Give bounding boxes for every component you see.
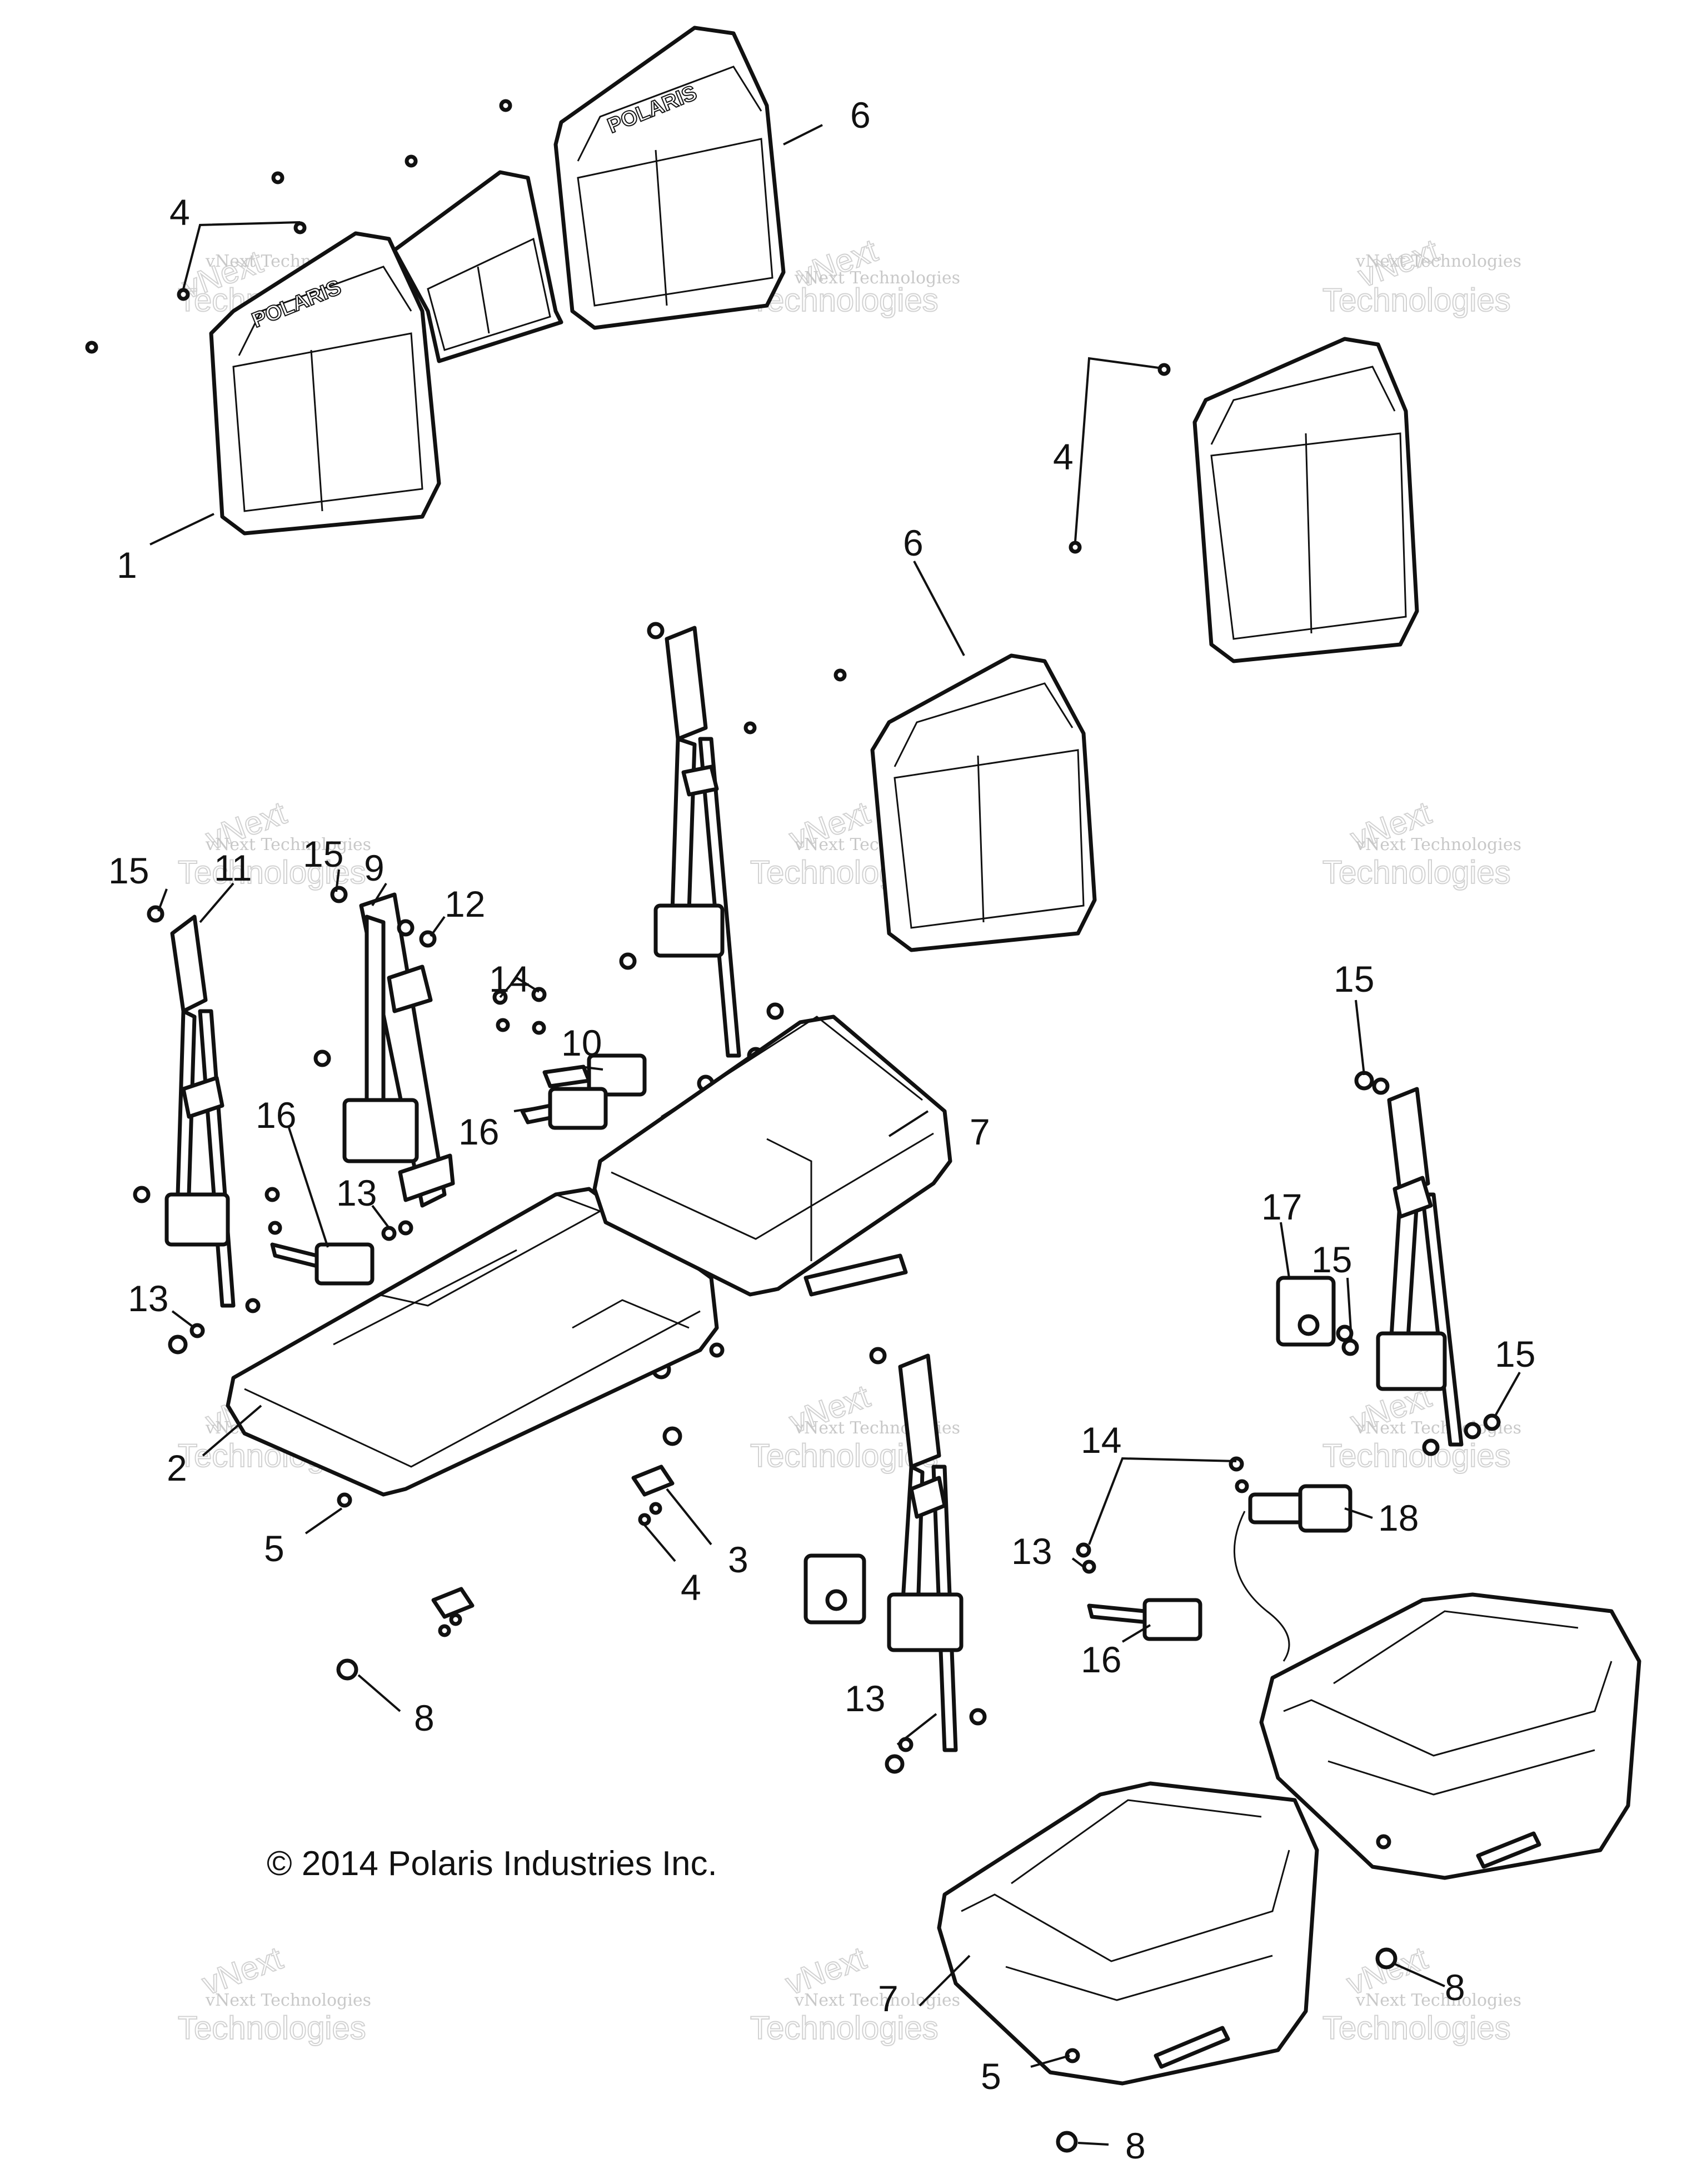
callout-7-upper: 7 — [970, 1111, 990, 1152]
buckle-part-18 — [1233, 1484, 1352, 1662]
callout-5-left: 5 — [264, 1528, 284, 1569]
callout-1: 1 — [117, 544, 137, 586]
brackets-studs-nuts — [336, 1426, 1397, 2153]
seat-cushion-lower-right — [1259, 1592, 1641, 1880]
callout-18: 18 — [1378, 1497, 1419, 1538]
callout-13-a: 13 — [336, 1172, 377, 1213]
nut-part-8-c — [662, 1426, 682, 1446]
callout-9: 9 — [364, 847, 385, 888]
seat-cushion-part-7-upper — [592, 1014, 952, 1297]
watermark-6: vNext vNext Technologies Technologies — [1322, 794, 1521, 891]
buckle-part-16-upper — [520, 1087, 608, 1130]
svg-text:vNext Technologies: vNext Technologies — [205, 1991, 371, 2010]
svg-text:Technologies: Technologies — [178, 854, 366, 891]
seat-cushion-part-7-lower-left — [937, 1781, 1319, 2086]
svg-text:Technologies: Technologies — [1322, 2010, 1511, 2046]
watermark-3: vNext vNext Technologies Technologies — [1322, 232, 1521, 319]
svg-text:Technologies: Technologies — [750, 282, 939, 318]
nut-part-8-d — [1375, 1947, 1397, 1970]
callout-8-right: 8 — [1445, 1967, 1465, 2008]
svg-text:Technologies: Technologies — [1322, 1438, 1511, 1474]
seat-belt-part-11 — [133, 905, 261, 1355]
callout-labels: 1 6 4 4 6 7 2 5 3 4 8 15 11 15 9 12 14 1… — [108, 94, 1535, 2166]
callout-6-rear: 6 — [903, 522, 924, 563]
callout-14-b: 14 — [1081, 1420, 1121, 1461]
seat-belt-right — [1336, 1077, 1481, 1456]
seat-belt-center-lower — [803, 1347, 987, 1774]
screws-part-4-top — [85, 99, 512, 354]
watermarks: vNext vNext Technologies Technologies vN… — [177, 232, 1522, 2047]
callout-4-rear: 4 — [1053, 436, 1074, 477]
rear-backrest-left-part-6 — [870, 653, 1097, 952]
watermark-11: vNext vNext Technologies Technologies — [750, 1940, 960, 2047]
callout-15-d: 15 — [1311, 1239, 1352, 1280]
seat-belt-part-9 — [330, 886, 455, 1208]
bench-bottom-part-2 — [226, 1187, 725, 1508]
svg-text:Technologies: Technologies — [750, 2010, 939, 2046]
callout-4-bottom: 4 — [681, 1567, 701, 1608]
buckles-and-hardware — [189, 930, 1501, 1752]
nut-part-8-a — [336, 1658, 358, 1681]
screws-part-4-rear — [743, 363, 1171, 734]
leader-lines — [149, 124, 1521, 2146]
svg-text:vNext Technologies: vNext Technologies — [1355, 835, 1521, 854]
rear-backrest-right — [1192, 337, 1419, 663]
bracket-part-3 — [631, 1465, 675, 1497]
callout-16-b: 16 — [256, 1095, 296, 1136]
watermark-12: vNext vNext Technologies Technologies — [1322, 1940, 1521, 2047]
svg-text:vNext Technologies: vNext Technologies — [794, 1991, 960, 2010]
seat-bottoms — [226, 1014, 1641, 2086]
callout-6-top: 6 — [850, 94, 871, 136]
callout-10: 10 — [561, 1022, 602, 1063]
svg-text:Technologies: Technologies — [1322, 854, 1511, 891]
callout-11: 11 — [214, 847, 252, 888]
callout-13-b: 13 — [128, 1278, 168, 1319]
buckle-part-16-right — [1087, 1598, 1202, 1641]
bolts-and-washers — [189, 930, 1501, 1752]
callout-8-left: 8 — [414, 1697, 435, 1738]
seat-belt-center-upper — [619, 622, 784, 1092]
callout-8-bottom: 8 — [1125, 2125, 1146, 2166]
callout-13-d: 13 — [1011, 1531, 1052, 1572]
backrest-right-part-6 — [553, 26, 786, 330]
plate-part-17 — [1276, 1276, 1336, 1347]
callout-16-c: 16 — [1081, 1639, 1121, 1680]
front-bench-backrest: POLARIS POLARIS — [85, 26, 786, 536]
callout-13-c: 13 — [845, 1678, 885, 1719]
buckle-part-10 — [542, 1053, 647, 1097]
svg-text:vNext Technologies: vNext Technologies — [1355, 1991, 1521, 2010]
svg-text:vNext Technologies: vNext Technologies — [205, 835, 371, 854]
callout-4-top: 4 — [169, 192, 190, 233]
watermark-10: vNext vNext Technologies Technologies — [177, 1940, 371, 2047]
buckle-part-16-left — [270, 1242, 375, 1286]
callout-12: 12 — [445, 883, 485, 924]
svg-text:Technologies: Technologies — [1322, 282, 1511, 318]
callout-15-b: 15 — [303, 833, 343, 874]
callout-2: 2 — [167, 1447, 187, 1488]
callout-15-e: 15 — [1495, 1333, 1535, 1375]
callout-15-a: 15 — [108, 850, 149, 891]
seat-belts — [133, 622, 1481, 1774]
rear-backrests — [743, 337, 1419, 952]
callout-17: 17 — [1261, 1186, 1302, 1227]
bracket-left — [431, 1587, 475, 1619]
callout-16-a: 16 — [458, 1111, 499, 1152]
svg-text:vNext Technologies: vNext Technologies — [794, 268, 960, 288]
callout-7-lower: 7 — [878, 1978, 899, 2019]
callout-3: 3 — [728, 1539, 748, 1580]
copyright-notice: © 2014 Polaris Industries Inc. — [267, 1845, 717, 1883]
svg-text:Technologies: Technologies — [178, 2010, 366, 2046]
callout-14-a: 14 — [489, 958, 530, 999]
svg-text:vNext Technologies: vNext Technologies — [1355, 252, 1521, 271]
callout-5-lower: 5 — [981, 2056, 1001, 2097]
nut-part-8-b — [1056, 2131, 1078, 2153]
callout-15-c: 15 — [1334, 958, 1374, 999]
